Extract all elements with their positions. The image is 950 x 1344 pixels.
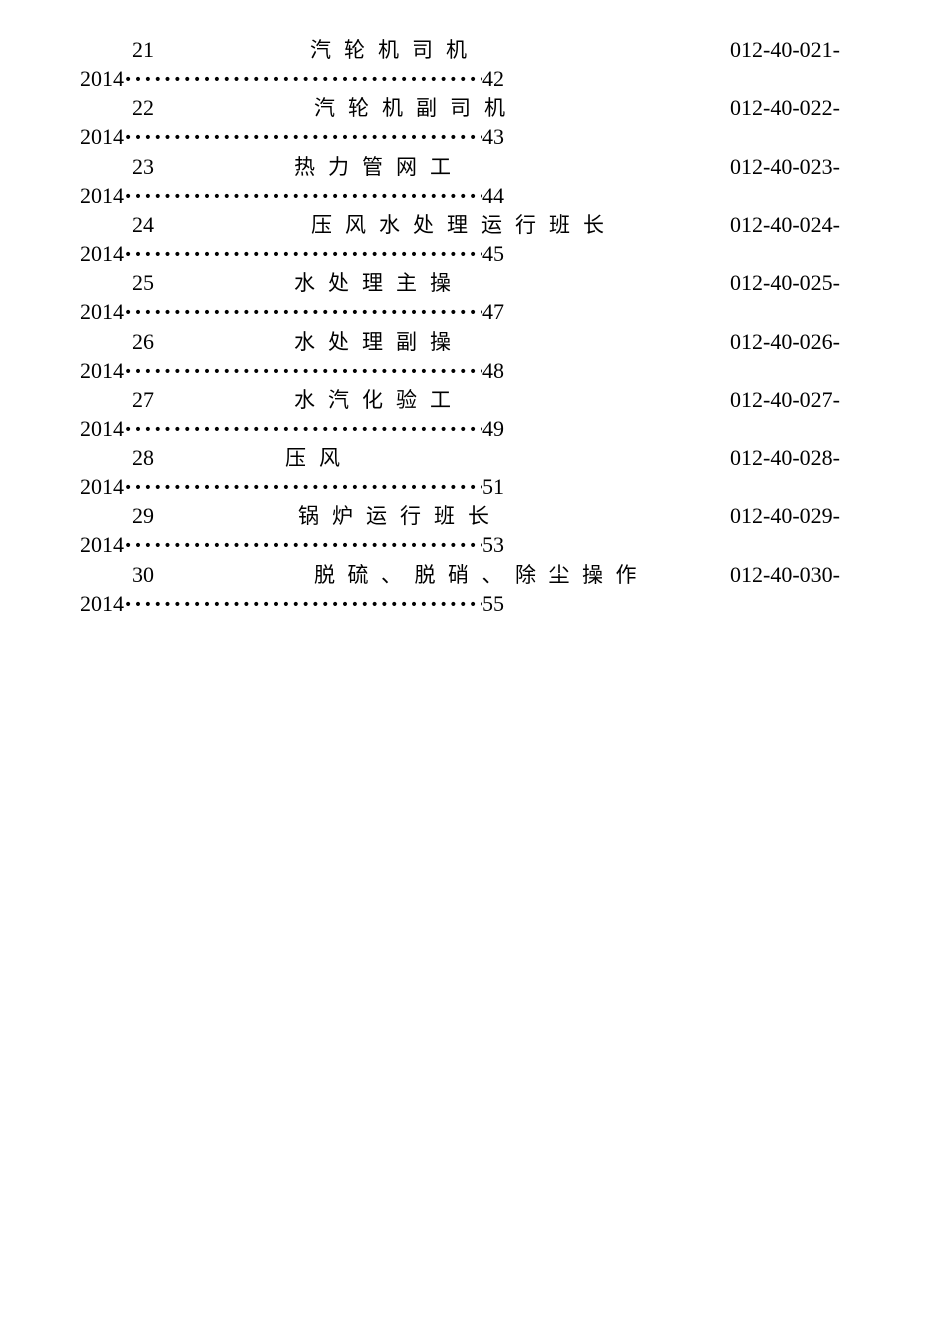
dot-leader: •••••••••••••••••••••••••••••••••••••• <box>124 188 482 205</box>
entry-year: 2014 <box>80 240 124 266</box>
entry-page-number: 47 <box>482 299 504 325</box>
entry-title: 压风水处理运行班长 <box>311 212 617 237</box>
toc-entry-26[interactable]: 26 水处理副操 012-40-026- 2014•••••••••••••••… <box>80 327 880 385</box>
entry-year: 2014 <box>80 182 124 208</box>
entry-title: 汽轮机副司机 <box>314 96 518 121</box>
dot-leader: •••••••••••••••••••••••••••••••••••••• <box>124 421 482 438</box>
entry-code: 012-40-027- <box>730 386 840 412</box>
entry-code: 012-40-026- <box>730 328 840 354</box>
entry-page-number: 48 <box>482 357 504 383</box>
entry-title: 锅炉运行班长 <box>298 504 502 529</box>
entry-code: 012-40-030- <box>730 561 840 587</box>
entry-year: 2014 <box>80 590 124 616</box>
entry-code: 012-40-025- <box>730 270 840 296</box>
toc-entry-24[interactable]: 24 压风水处理运行班长 012-40-024- 2014•••••••••••… <box>80 210 880 268</box>
entry-page-number: 44 <box>482 182 504 208</box>
entry-title: 热力管网工 <box>294 154 464 179</box>
dot-leader: •••••••••••••••••••••••••••••••••••••• <box>124 130 482 147</box>
toc-entry-30[interactable]: 30 脱硫、脱硝、除尘操作 012-40-030- 2014••••••••••… <box>80 560 880 618</box>
entry-year: 2014 <box>80 357 124 383</box>
entry-code: 012-40-024- <box>730 211 840 237</box>
dot-leader: •••••••••••••••••••••••••••••••••••••• <box>124 480 482 497</box>
toc-entry-28[interactable]: 28 压风 012-40-028- 2014••••••••••••••••••… <box>80 443 880 501</box>
entry-number: 23 <box>132 153 154 179</box>
entry-page-number: 55 <box>482 590 504 616</box>
toc-entry-25[interactable]: 25 水处理主操 012-40-025- 2014•••••••••••••••… <box>80 268 880 326</box>
entry-page-number: 49 <box>482 415 504 441</box>
entry-number: 21 <box>132 37 154 62</box>
entry-code: 012-40-022- <box>730 95 840 121</box>
dot-leader: •••••••••••••••••••••••••••••••••••••• <box>124 246 482 263</box>
entry-number: 24 <box>132 211 154 237</box>
entry-title: 脱硫、脱硝、除尘操作 <box>314 562 649 587</box>
entry-number: 27 <box>132 386 154 412</box>
toc-entry-22[interactable]: 22 汽轮机副司机 012-40-022- 2014••••••••••••••… <box>80 93 880 151</box>
dot-leader: •••••••••••••••••••••••••••••••••••••• <box>124 305 482 322</box>
entry-year: 2014 <box>80 415 124 441</box>
entry-title: 水处理副操 <box>294 329 464 354</box>
entry-year: 2014 <box>80 532 124 558</box>
entry-code: 012-40-028- <box>730 445 840 471</box>
entry-page-number: 43 <box>482 124 504 150</box>
entry-code: 012-40-021- <box>730 37 840 62</box>
entry-number: 22 <box>132 95 154 121</box>
dot-leader: •••••••••••••••••••••••••••••••••••••• <box>124 72 482 88</box>
entry-number: 25 <box>132 270 154 296</box>
toc-entry-29[interactable]: 29 锅炉运行班长 012-40-029- 2014••••••••••••••… <box>80 501 880 559</box>
entry-year: 2014 <box>80 299 124 325</box>
entry-title: 水处理主操 <box>294 271 464 296</box>
entry-page-number: 51 <box>482 474 504 500</box>
entry-year: 2014 <box>80 66 124 91</box>
dot-leader: •••••••••••••••••••••••••••••••••••••• <box>124 538 482 555</box>
entry-year: 2014 <box>80 474 124 500</box>
entry-title: 汽轮机司机 <box>310 38 480 62</box>
toc-entry-21[interactable]: 21 汽轮机司机 012-40-021- 2014•••••••••••••••… <box>80 35 880 93</box>
entry-page-number: 53 <box>482 532 504 558</box>
entry-number: 28 <box>132 445 154 471</box>
entry-year: 2014 <box>80 124 124 150</box>
toc-entry-23[interactable]: 23 热力管网工 012-40-023- 2014•••••••••••••••… <box>80 152 880 210</box>
toc-entry-27[interactable]: 27 水汽化验工 012-40-027- 2014•••••••••••••••… <box>80 385 880 443</box>
entry-number: 26 <box>132 328 154 354</box>
entry-number: 30 <box>132 561 154 587</box>
entry-code: 012-40-023- <box>730 153 840 179</box>
entry-title: 压风 <box>285 446 353 471</box>
entry-code: 012-40-029- <box>730 503 840 529</box>
entry-page-number: 45 <box>482 240 504 266</box>
entry-title: 水汽化验工 <box>294 387 464 412</box>
dot-leader: •••••••••••••••••••••••••••••••••••••• <box>124 363 482 380</box>
entry-number: 29 <box>132 503 154 529</box>
dot-leader: •••••••••••••••••••••••••••••••••••••• <box>124 596 482 613</box>
entry-page-number: 42 <box>482 66 504 91</box>
